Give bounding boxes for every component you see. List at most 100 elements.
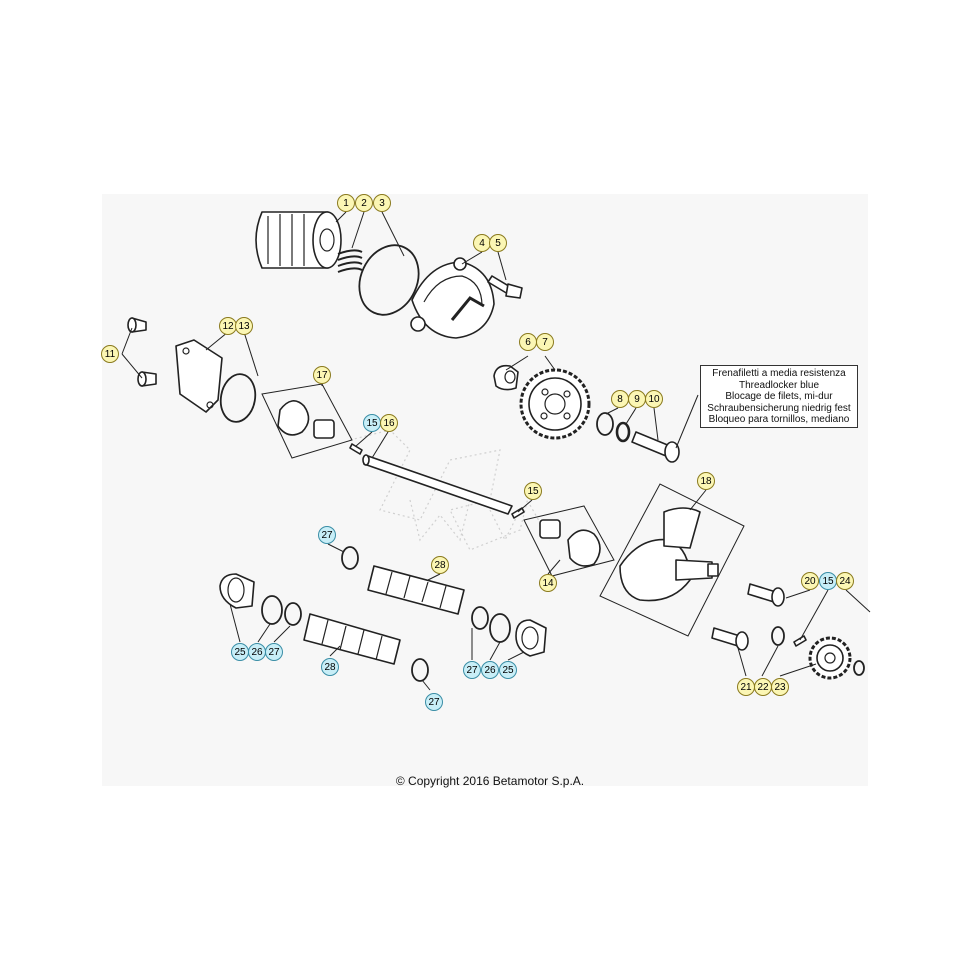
sprocket-23	[808, 636, 852, 680]
bolt-20	[747, 583, 785, 607]
callout-number: 17	[316, 370, 328, 381]
callout-number: 28	[324, 662, 336, 673]
callout-number: 16	[383, 418, 395, 429]
callout-circle	[235, 317, 253, 335]
bolt-21	[711, 627, 749, 651]
callout-c27c: 27	[463, 661, 481, 679]
gear-7	[519, 368, 591, 440]
callout-number: 14	[542, 578, 554, 589]
callout-c28a: 28	[431, 556, 449, 574]
callout-circle	[425, 693, 443, 711]
callout-circle	[697, 472, 715, 490]
plug-25b	[515, 619, 547, 657]
callout-circle	[101, 345, 119, 363]
o-ring-26a	[261, 595, 283, 625]
callout-c14: 14	[539, 574, 557, 592]
o-ring-3	[358, 244, 420, 316]
callout-number: 3	[379, 198, 385, 209]
callout-c9: 9	[628, 390, 646, 408]
screws-11	[127, 317, 157, 387]
bolt-10	[631, 431, 680, 463]
callout-c3: 3	[373, 194, 391, 212]
callout-number: 15	[527, 486, 539, 497]
callout-number: 28	[434, 560, 446, 571]
callout-circle	[836, 572, 854, 590]
callout-c18: 18	[697, 472, 715, 490]
copyright-text: © Copyright 2016 Betamotor S.p.A.	[395, 774, 585, 788]
o-ring-26b	[489, 613, 511, 643]
note-line-fr: Blocage de filets, mi-dur	[725, 391, 833, 403]
nut-6	[493, 364, 519, 391]
callout-c23: 23	[771, 678, 789, 696]
callout-number: 7	[542, 337, 548, 348]
callout-c21: 21	[737, 678, 755, 696]
note-line-de: Schraubensicherung niedrig fest	[707, 402, 851, 414]
filter-cover	[410, 257, 495, 339]
callout-c24: 24	[836, 572, 854, 590]
callout-circle	[524, 482, 542, 500]
callout-number: 15	[366, 418, 378, 429]
callout-number: 24	[839, 576, 851, 587]
callout-circle	[337, 194, 355, 212]
callout-c25a: 25	[231, 643, 249, 661]
callout-c10: 10	[645, 390, 663, 408]
o-ring-27d	[411, 658, 429, 682]
o-ring-27c	[471, 606, 489, 630]
callout-number: 9	[634, 394, 640, 405]
washer-8	[596, 412, 614, 436]
callout-c15b: 15	[524, 482, 542, 500]
callout-circle	[771, 678, 789, 696]
callout-circle	[265, 643, 283, 661]
rotor-shaft-28b	[303, 613, 401, 665]
note-line-en: Threadlocker blue	[738, 379, 820, 391]
callout-circle	[431, 556, 449, 574]
pin-15a	[349, 443, 363, 455]
callout-number: 22	[757, 682, 769, 693]
callout-c15c: 15	[819, 572, 837, 590]
callout-number: 2	[361, 198, 367, 209]
callout-c4: 4	[473, 234, 491, 252]
callout-circle	[355, 194, 373, 212]
callout-number: 1	[343, 198, 349, 209]
callout-number: 25	[502, 665, 514, 676]
callout-number: 27	[268, 647, 280, 658]
threadlocker-note: Frenafiletti a media resistenza Threadlo…	[700, 365, 858, 428]
callout-c12: 12	[219, 317, 237, 335]
pin-15b	[511, 507, 525, 519]
circlip-9	[615, 421, 631, 443]
note-line-it: Frenafiletti a media resistenza	[712, 368, 846, 379]
callout-circle	[373, 194, 391, 212]
callout-c22: 22	[754, 678, 772, 696]
callout-c5: 5	[489, 234, 507, 252]
callout-c20: 20	[801, 572, 819, 590]
callout-number: 26	[251, 647, 263, 658]
rotor-kit-14	[523, 505, 615, 577]
oil-filter	[255, 211, 342, 269]
callout-circle	[481, 661, 499, 679]
o-ring-27a	[341, 546, 359, 570]
callout-number: 26	[484, 665, 496, 676]
callout-c27b: 27	[265, 643, 283, 661]
callout-number: 27	[428, 697, 440, 708]
callout-c8: 8	[611, 390, 629, 408]
circlip-24	[853, 660, 865, 676]
spring	[337, 249, 363, 273]
callout-number: 20	[804, 576, 816, 587]
callout-number: 12	[222, 321, 234, 332]
callout-circle	[318, 526, 336, 544]
callout-circle	[380, 414, 398, 432]
callout-c17: 17	[313, 366, 331, 384]
callout-c26a: 26	[248, 643, 266, 661]
callout-c28b: 28	[321, 658, 339, 676]
callout-c13: 13	[235, 317, 253, 335]
callout-circle	[539, 574, 557, 592]
note-line-es: Bloqueo para tornillos, mediano	[708, 414, 850, 426]
callout-c26b: 26	[481, 661, 499, 679]
callout-circle	[463, 661, 481, 679]
callout-circle	[536, 333, 554, 351]
callout-number: 8	[617, 394, 623, 405]
callout-number: 21	[740, 682, 752, 693]
screw-5	[487, 275, 523, 299]
leader-lines	[121, 211, 871, 691]
